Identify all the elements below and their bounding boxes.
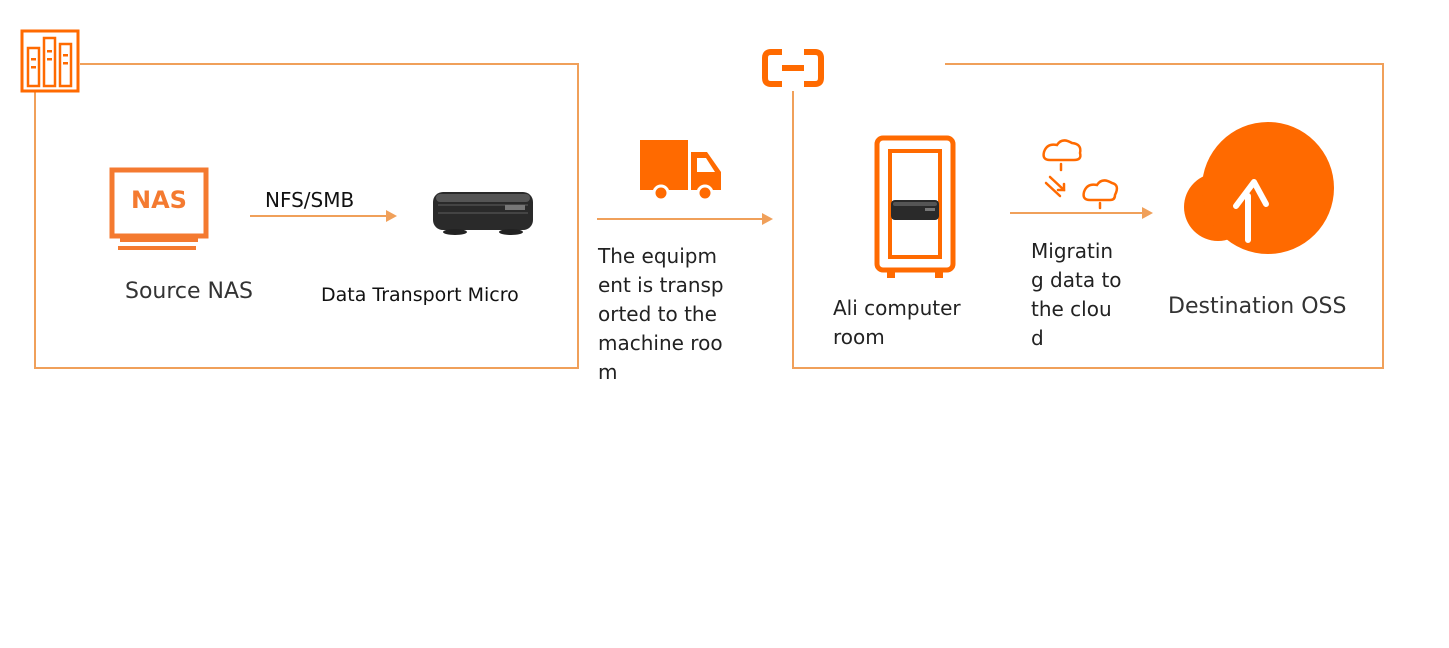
server-rack-icon [20,29,80,93]
cloud-upload-icon [1184,122,1334,254]
transport-arrowhead [762,213,773,225]
server-cabinet-icon [874,135,956,278]
source-nas-label: Source NAS [125,279,254,304]
protocol-label: NFS/SMB [265,188,355,212]
source-frame [34,63,579,369]
nas-badge: NAS [131,186,187,214]
destination-oss-label: Destination OSS [1168,294,1347,319]
nas-monitor-icon [109,167,209,250]
migrate-arrowhead [1142,207,1153,219]
truck-icon [640,140,721,202]
protocol-arrowhead [386,210,397,222]
device-label: Data Transport Micro [321,284,519,306]
cloud-sync-icon [1042,139,1119,210]
data-transport-device-icon [433,192,533,235]
destination-frame [792,63,1384,369]
ali-room-label: Ali computer room [833,296,961,349]
migrate-label: Migrating data to the cloud [1031,239,1122,350]
cloud-brand-icon [757,45,829,91]
transport-label: The equipment is transported to the mach… [598,244,724,384]
